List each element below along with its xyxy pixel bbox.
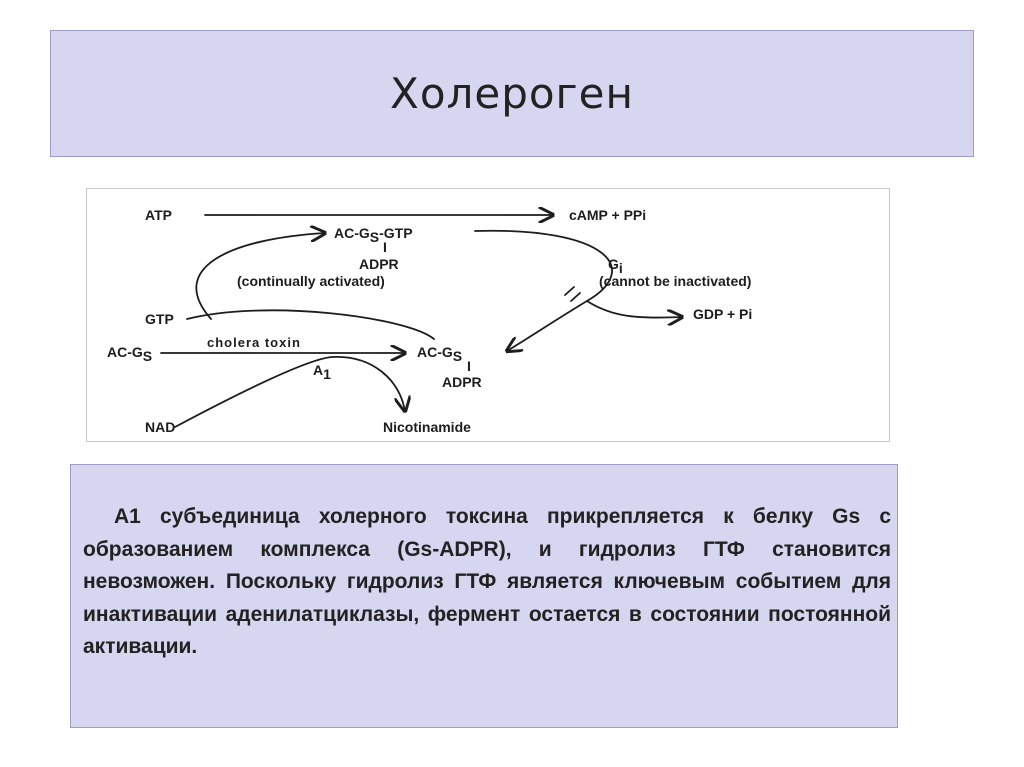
top-complex-prefix: AC-G — [334, 225, 370, 241]
label-gdp-pi: GDP + Pi — [693, 306, 752, 322]
bottom-complex-prefix: AC-G — [417, 344, 453, 360]
label-cannot-be-inactivated: (cannot be inactivated) — [599, 273, 751, 289]
bottom-complex-sub: S — [453, 348, 462, 364]
label-continually-activated: (continually activated) — [237, 273, 385, 289]
label-adpr-1: ADPR — [359, 256, 399, 272]
arrow-nad-to-nicotinamide — [174, 356, 405, 428]
slide-title: Холероген — [390, 69, 634, 118]
title-box: Холероген — [50, 30, 974, 157]
reaction-diagram-svg: ATP cAMP + PPi AC-GS-GTP I ADPR (continu… — [107, 189, 752, 435]
label-gtp: GTP — [145, 311, 174, 327]
arrow-right-loop-to-bottom-complex — [474, 229, 613, 351]
gi-sub: i — [619, 260, 623, 276]
label-cholera-toxin: cholera toxin — [207, 335, 301, 350]
curve-gtp-to-bottom-complex — [186, 309, 435, 340]
ac-gs-prefix: AC-G — [107, 344, 143, 360]
a1-sub: 1 — [323, 366, 331, 382]
arrow-to-gdp-pi — [586, 300, 682, 318]
label-nicotinamide: Nicotinamide — [383, 419, 471, 435]
label-atp: ATP — [145, 207, 172, 223]
label-a1: A1 — [313, 362, 331, 382]
label-bond-2: I — [467, 358, 471, 374]
label-top-complex: AC-GS-GTP — [334, 225, 413, 245]
label-ac-gs: AC-GS — [107, 344, 152, 364]
description-text: А1 субъединица холерного токсина прикреп… — [83, 505, 891, 658]
label-camp: cAMP + PPi — [569, 207, 646, 223]
gi-prefix: G — [608, 256, 619, 272]
reaction-diagram: ATP cAMP + PPi AC-GS-GTP I ADPR (continu… — [86, 188, 890, 442]
label-bottom-complex: AC-GS — [417, 344, 462, 364]
blocked-gtpase-mark — [564, 286, 581, 302]
ac-gs-sub: S — [143, 348, 152, 364]
label-adpr-2: ADPR — [442, 374, 482, 390]
description-box: А1 субъединица холерного токсина прикреп… — [70, 464, 898, 728]
label-gi: Gi — [608, 256, 623, 276]
top-complex-sub: S — [370, 229, 379, 245]
label-bond-1: I — [383, 239, 387, 255]
label-nad: NAD — [145, 419, 175, 435]
arrow-gtp-loop-to-top-complex — [195, 233, 325, 320]
top-complex-suffix: -GTP — [379, 225, 412, 241]
a1-prefix: A — [313, 362, 323, 378]
